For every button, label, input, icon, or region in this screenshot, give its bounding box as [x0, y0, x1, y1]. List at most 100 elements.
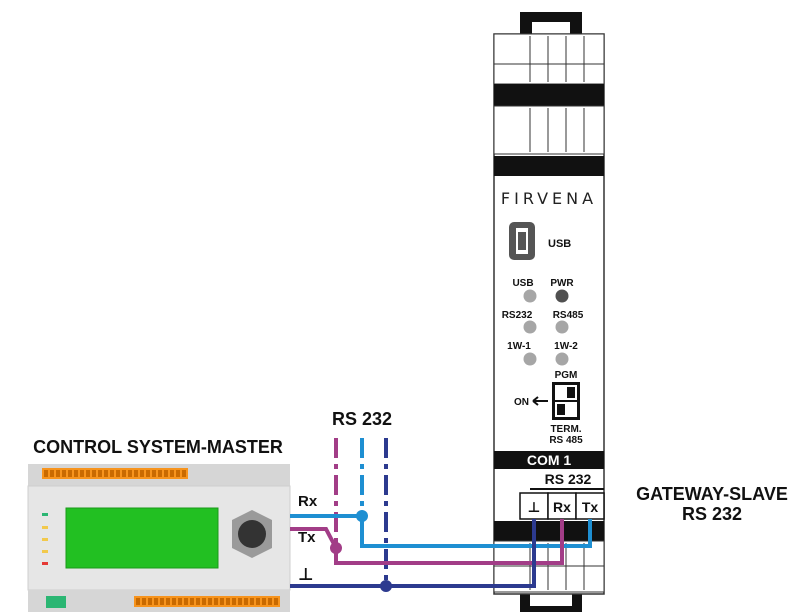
led-rs232 — [523, 320, 537, 334]
terminal-pin — [98, 470, 102, 477]
terminal-pin — [196, 598, 200, 605]
terminal-pin — [128, 470, 132, 477]
din-clip-bottom — [520, 592, 582, 612]
wire-tx — [290, 519, 564, 565]
terminal-block: ⊥ Rx Tx — [519, 492, 605, 520]
wires — [290, 514, 592, 588]
terminal-pin — [226, 598, 230, 605]
terminal-pin — [274, 598, 278, 605]
terminal-pin — [232, 598, 236, 605]
terminal-pin — [164, 470, 168, 477]
led-1w1 — [523, 352, 537, 366]
terminal-pin — [262, 598, 266, 605]
din-bar-3 — [494, 521, 604, 541]
terminal-gnd-label: ⊥ — [528, 499, 541, 515]
com-label: COM 1 — [527, 452, 572, 468]
junction-rx — [356, 510, 368, 522]
terminal-pin — [74, 470, 78, 477]
led-1w2 — [555, 352, 569, 366]
terminal-pin — [136, 598, 140, 605]
control-knob — [232, 510, 272, 558]
din-bar-2 — [494, 156, 604, 176]
green-connector — [46, 596, 66, 608]
terminal-pin — [184, 598, 188, 605]
led-label-rs485: RS485 — [553, 310, 584, 321]
led-label-rs232: RS232 — [502, 310, 533, 321]
terminal-pin — [256, 598, 260, 605]
term-rs485-label: RS 485 — [549, 435, 583, 446]
on-arrow-icon — [532, 396, 548, 406]
com-header — [494, 451, 604, 469]
terminal-pin — [158, 470, 162, 477]
led-label-pwr: PWR — [550, 278, 574, 289]
master-pin-rx-label: Rx — [298, 493, 318, 510]
lcd-screen — [65, 507, 219, 569]
terminal-pin — [160, 598, 164, 605]
slave-title-line1: GATEWAY-SLAVE — [636, 484, 788, 504]
junction-gnd — [380, 580, 392, 592]
terminal-pin — [148, 598, 152, 605]
led-label-1w1: 1W-1 — [507, 341, 531, 352]
terminal-pin — [268, 598, 272, 605]
terminal-pin — [122, 470, 126, 477]
terminal-pin — [50, 470, 54, 477]
wire-gnd — [290, 519, 536, 588]
terminal-pin — [244, 598, 248, 605]
pgm-label: PGM — [555, 370, 578, 381]
terminal-pin — [116, 470, 120, 477]
terminal-pin — [62, 470, 66, 477]
led-rs485 — [555, 320, 569, 334]
slave-title-line2: RS 232 — [682, 504, 742, 524]
led-usb — [523, 289, 537, 303]
terminal-pin — [166, 598, 170, 605]
terminal-pin — [110, 470, 114, 477]
master-title: CONTROL SYSTEM-MASTER — [33, 437, 283, 457]
terminal-pin — [44, 470, 48, 477]
terminal-pin — [214, 598, 218, 605]
terminal-pin — [202, 598, 206, 605]
terminal-tx-label: Tx — [582, 499, 599, 515]
on-label: ON — [514, 397, 529, 408]
terminal-pin — [142, 598, 146, 605]
wire-rx — [290, 514, 592, 548]
terminal-pin — [152, 470, 156, 477]
usb-port-icon — [509, 222, 535, 260]
terminal-pin — [140, 470, 144, 477]
led-label-usb: USB — [512, 278, 533, 289]
terminal-pin — [208, 598, 212, 605]
led-pwr — [555, 289, 569, 303]
terminal-pin — [172, 598, 176, 605]
terminal-pin — [56, 470, 60, 477]
led-label-1w2: 1W-2 — [554, 341, 578, 352]
din-bar-1 — [494, 84, 604, 106]
terminal-pin — [178, 598, 182, 605]
dip-switch — [552, 382, 580, 420]
junction-tx — [330, 542, 342, 554]
terminal-rx-label: Rx — [553, 499, 571, 515]
usb-port-label: USB — [548, 238, 571, 250]
terminal-pin — [170, 470, 174, 477]
com-type-label: RS 232 — [545, 471, 592, 487]
terminal-pin — [80, 470, 84, 477]
terminal-pin — [154, 598, 158, 605]
master-pin-gnd-label: ⊥ — [298, 565, 314, 584]
gateway-device: FIRVENA USB USB PWR RS232 RS485 1W-1 1W-… — [493, 12, 605, 612]
bus-label: RS 232 — [332, 409, 392, 429]
master-pin-tx-label: Tx — [298, 529, 316, 546]
din-clip-top — [520, 12, 582, 36]
brand-logo: FIRVENA — [501, 189, 597, 208]
terminal-pin — [190, 598, 194, 605]
terminal-pin — [238, 598, 242, 605]
terminal-pin — [176, 470, 180, 477]
terminal-pin — [220, 598, 224, 605]
term-label: TERM. — [550, 424, 581, 435]
terminal-pin — [86, 470, 90, 477]
terminal-pin — [182, 470, 186, 477]
terminal-strip — [134, 596, 280, 607]
terminal-pin — [104, 470, 108, 477]
control-system-device: CONTROL SYSTEM-MASTER Rx Tx ⊥ — [27, 437, 318, 612]
terminal-pin — [146, 470, 150, 477]
terminal-pin — [134, 470, 138, 477]
terminal-pin — [68, 470, 72, 477]
